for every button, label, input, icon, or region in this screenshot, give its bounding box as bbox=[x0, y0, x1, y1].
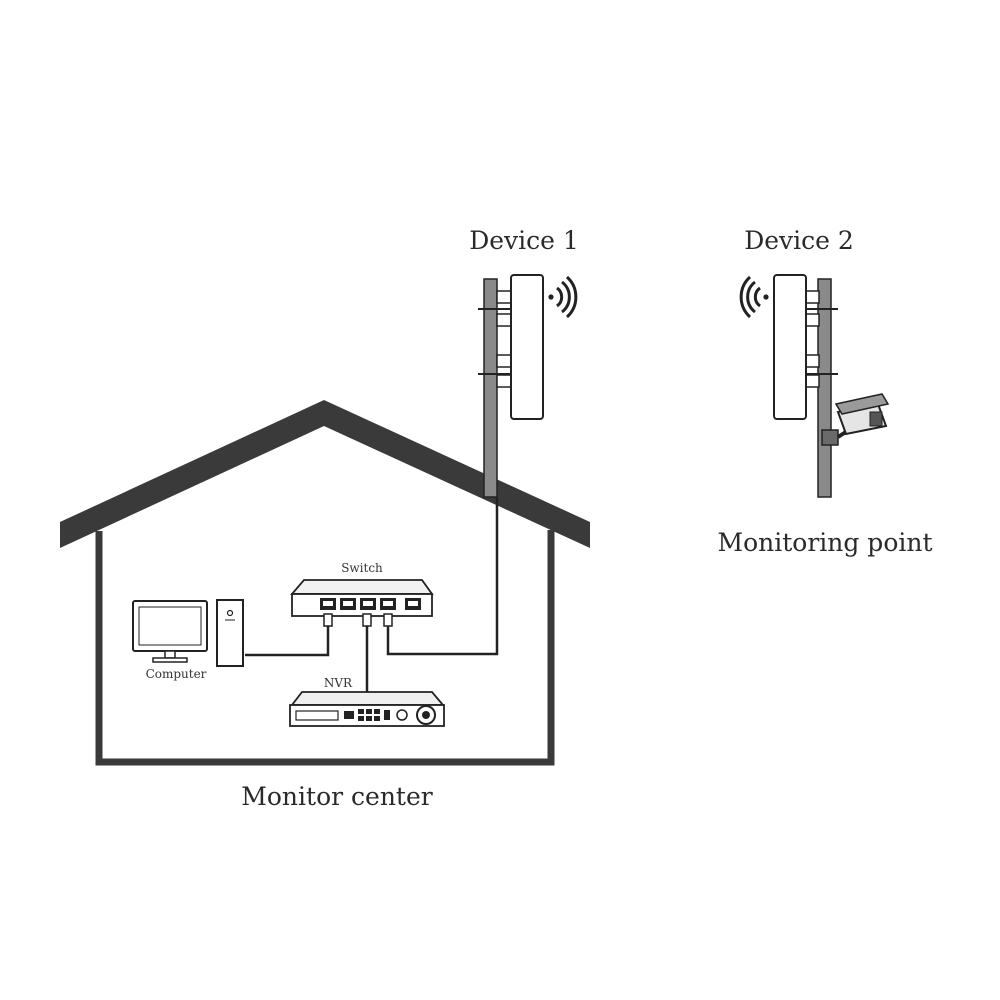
computer-label: Computer bbox=[146, 667, 207, 681]
device2-bridge-icon bbox=[773, 274, 838, 420]
device1-label: Device 1 bbox=[469, 226, 579, 255]
device1-bridge-icon bbox=[478, 274, 544, 420]
network-switch-icon bbox=[290, 579, 434, 627]
device2-wifi-icon bbox=[739, 275, 769, 319]
nvr-recorder-icon bbox=[289, 691, 445, 727]
switch-label: Switch bbox=[341, 561, 383, 575]
monitoring-point-label: Monitoring point bbox=[717, 528, 932, 557]
computer-monitor-icon bbox=[132, 600, 208, 663]
device1-wifi-icon bbox=[548, 275, 578, 319]
network-cables bbox=[245, 498, 499, 692]
monitor-center-label: Monitor center bbox=[241, 782, 432, 811]
computer-tower-icon bbox=[216, 599, 244, 667]
device2-label: Device 2 bbox=[744, 226, 854, 255]
device1-pole-icon bbox=[483, 278, 498, 498]
cctv-camera-icon bbox=[821, 393, 890, 446]
nvr-label: NVR bbox=[324, 676, 353, 690]
device2-pole-icon bbox=[817, 278, 832, 498]
